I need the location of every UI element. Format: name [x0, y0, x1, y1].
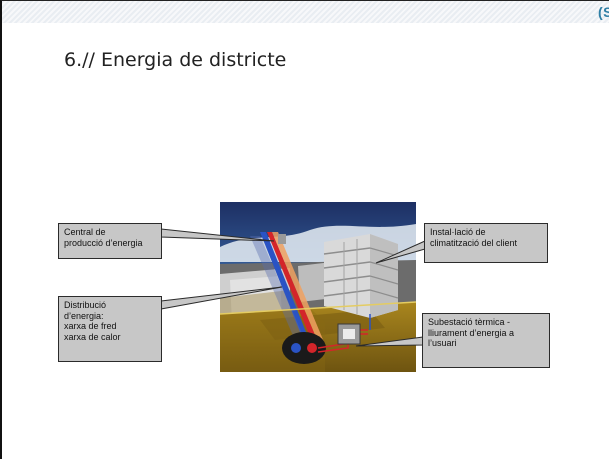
header-band	[2, 1, 609, 23]
header-corner-text: (S	[598, 4, 609, 20]
district-energy-illustration	[220, 202, 416, 372]
building	[323, 234, 399, 318]
callout-central-produccio: Central de producció d’energia	[58, 223, 162, 259]
callout-distribucio-energia: Distribució d’energia: xarxa de fred xar…	[58, 296, 162, 362]
slide-title: 6.// Energia de districte	[64, 49, 287, 71]
callout-subestacio-termica: Subestació tèrmica - lliurament d’energi…	[422, 313, 550, 368]
callout-installacio-client: Instal·lació de climatització del client	[424, 223, 548, 263]
